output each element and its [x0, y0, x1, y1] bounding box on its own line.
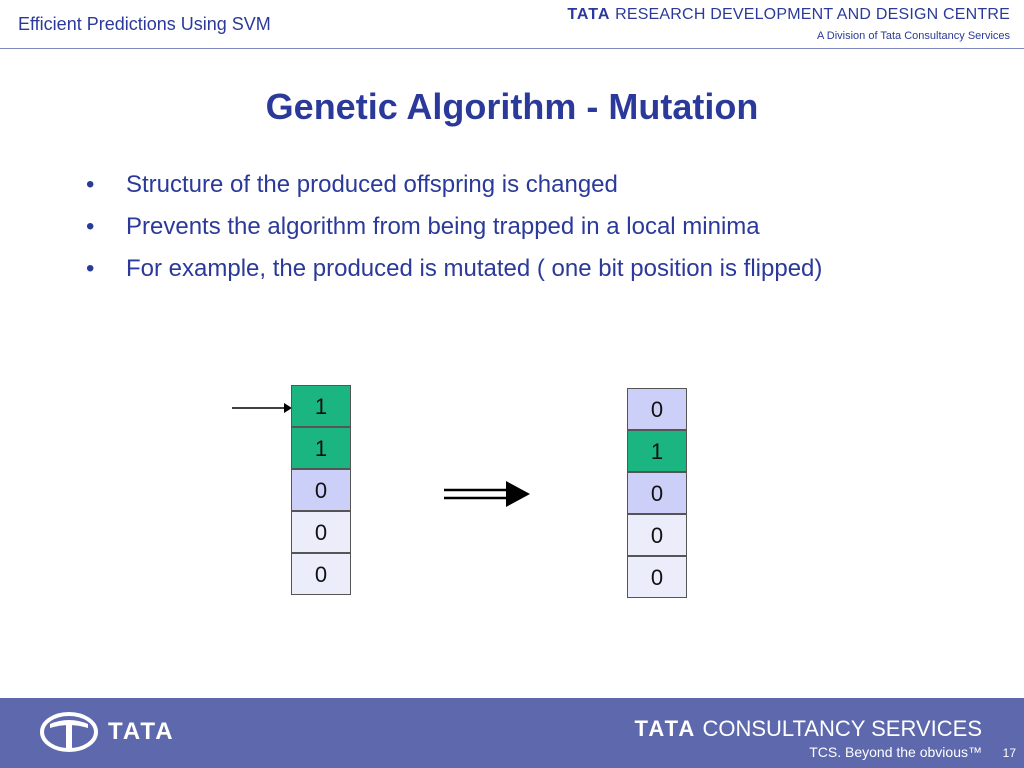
header-divider	[0, 48, 1024, 49]
bullet-list: • Structure of the produced offspring is…	[86, 170, 906, 296]
bit-cell: 0	[291, 469, 351, 511]
bit-cell: 1	[291, 427, 351, 469]
tcs-rest: CONSULTANCY SERVICES	[702, 716, 982, 741]
pointer-arrow-icon	[232, 403, 292, 413]
page-number: 17	[1002, 746, 1016, 760]
bullet-dot: •	[86, 171, 95, 198]
bullet-item: • Prevents the algorithm from being trap…	[86, 212, 906, 242]
tcs-wordmark: TATA CONSULTANCY SERVICES	[635, 716, 982, 742]
bullet-dot: •	[86, 255, 95, 282]
bit-cell: 0	[627, 388, 687, 430]
footer-bar: TATA TATA CONSULTANCY SERVICES TCS. Beyo…	[0, 698, 1024, 768]
bit-cell: 0	[627, 472, 687, 514]
bit-cell: 1	[627, 430, 687, 472]
bullet-text: Prevents the algorithm from being trappe…	[126, 213, 760, 240]
tagline: TCS. Beyond the obvious™	[809, 744, 982, 760]
brand-header: TATA RESEARCH DEVELOPMENT AND DESIGN CEN…	[567, 6, 1010, 42]
tata-logo-icon	[40, 712, 98, 752]
double-arrow-icon	[444, 481, 530, 507]
bullet-item: • Structure of the produced offspring is…	[86, 170, 906, 200]
header-title: Efficient Predictions Using SVM	[18, 14, 271, 34]
bit-cell: 1	[291, 385, 351, 427]
bit-cell: 0	[291, 553, 351, 595]
tata-wordmark: TATA	[108, 718, 175, 745]
brand-rest: RESEARCH DEVELOPMENT AND DESIGN CENTRE	[615, 6, 1010, 23]
bit-cell: 0	[291, 511, 351, 553]
brand-line: TATA RESEARCH DEVELOPMENT AND DESIGN CEN…	[567, 6, 1010, 24]
before-bit-string: 1 1 0 0 0	[291, 385, 351, 595]
slide-title: Genetic Algorithm - Mutation	[265, 86, 759, 127]
after-bit-string: 0 1 0 0 0	[627, 388, 687, 598]
bullet-text: For example, the produced is mutated ( o…	[126, 255, 823, 282]
brand-bold: TATA	[567, 6, 611, 23]
bit-cell: 0	[627, 514, 687, 556]
bullet-item: • For example, the produced is mutated (…	[86, 254, 906, 284]
tcs-bold: TATA	[634, 716, 697, 741]
bullet-text: Structure of the produced offspring is c…	[126, 171, 618, 198]
brand-subtitle: A Division of Tata Consultancy Services	[817, 30, 1010, 42]
bit-cell: 0	[627, 556, 687, 598]
bullet-dot: •	[86, 213, 95, 240]
